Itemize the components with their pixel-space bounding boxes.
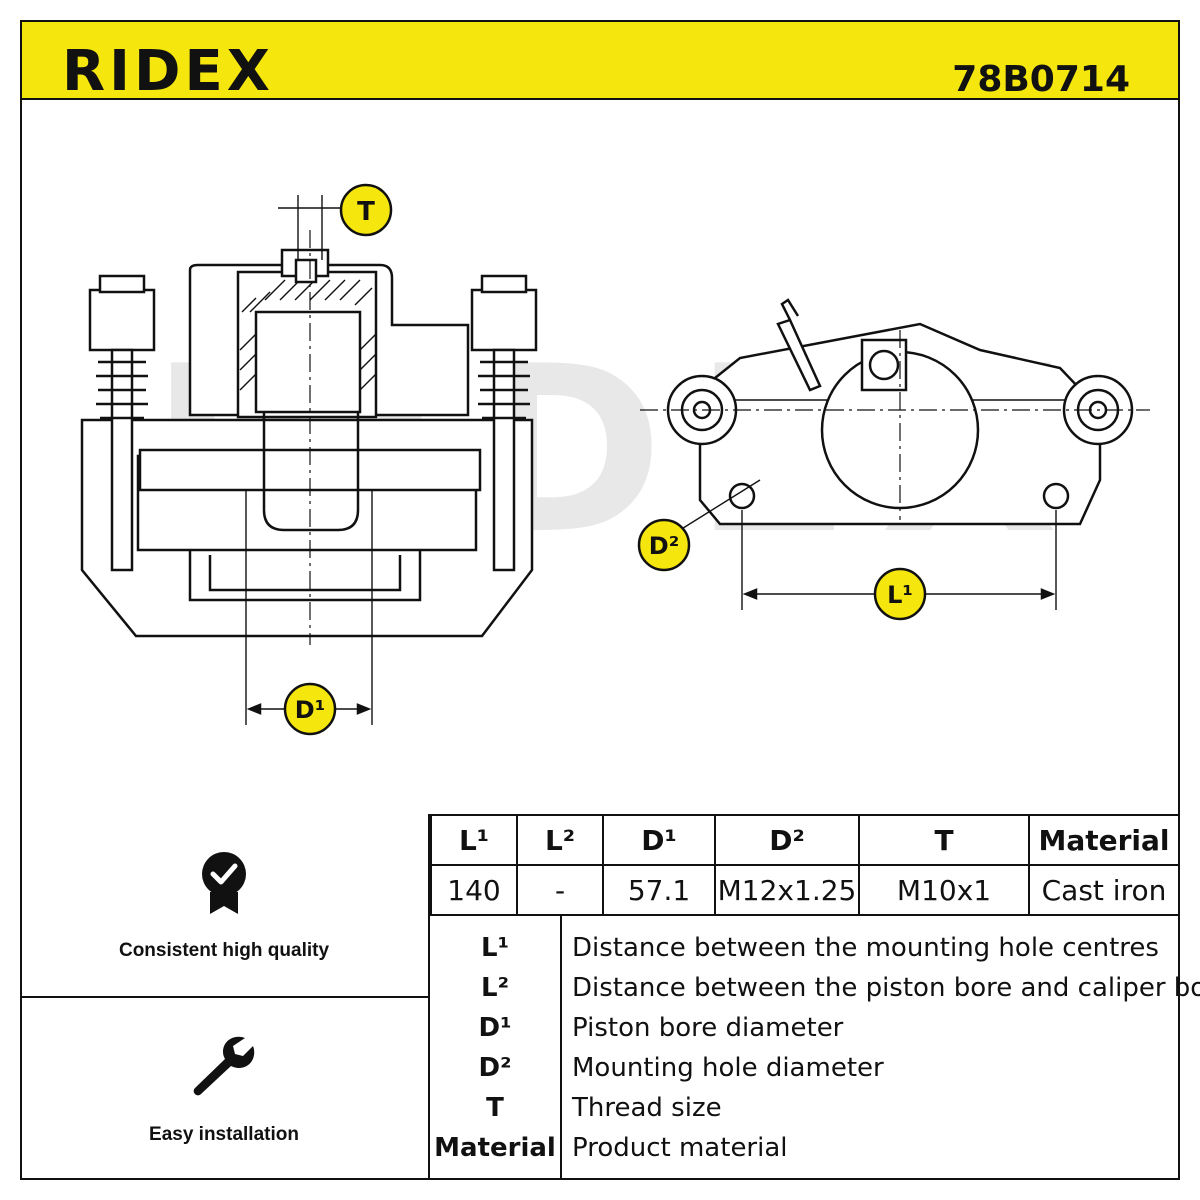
spec-header: T bbox=[858, 814, 1030, 866]
specs-header-row: L¹ L² D¹ D² T Material bbox=[430, 814, 1180, 866]
part-number: 78B0714 bbox=[952, 59, 1130, 100]
legend-value: Distance between the mounting hole centr… bbox=[572, 933, 1159, 963]
caliper-front-view bbox=[80, 195, 538, 725]
caliper-drawing-svg: RIDEX bbox=[80, 183, 1150, 736]
spec-header: L¹ bbox=[430, 814, 518, 866]
d1-label: D¹ bbox=[295, 696, 325, 724]
legend-value: Product material bbox=[572, 1133, 788, 1163]
spec-value: 57.1 bbox=[602, 864, 716, 916]
d2-dimension-badge: D² bbox=[637, 518, 691, 572]
wrench-icon bbox=[193, 1036, 255, 1096]
legend-key: L¹ bbox=[481, 933, 509, 963]
legend-key: Material bbox=[434, 1133, 556, 1163]
d2-label: D² bbox=[649, 532, 679, 560]
feature-installation: Easy installation bbox=[20, 998, 430, 1180]
technical-drawing: RIDEX bbox=[20, 100, 1180, 814]
legend-row: D² Mounting hole diameter bbox=[430, 1048, 1180, 1088]
spec-value: 140 bbox=[430, 864, 518, 916]
feature-quality: Consistent high quality bbox=[20, 814, 430, 998]
legend-row: L² Distance between the piston bore and … bbox=[430, 968, 1200, 1008]
l1-dimension-badge: L¹ bbox=[873, 567, 927, 621]
brand-logo: RIDEX bbox=[62, 39, 274, 104]
spec-value: M10x1 bbox=[858, 864, 1030, 916]
feature-installation-label: Easy installation bbox=[149, 1124, 299, 1145]
quality-badge-icon bbox=[202, 852, 246, 914]
legend-value: Piston bore diameter bbox=[572, 1013, 844, 1043]
legend-value: Thread size bbox=[572, 1093, 722, 1123]
spec-header: L² bbox=[516, 814, 604, 866]
spec-header: D² bbox=[714, 814, 860, 866]
header-bar: RIDEX 78B0714 bbox=[20, 20, 1180, 100]
spec-value: M12x1.25 bbox=[714, 864, 860, 916]
caliper-side-view bbox=[640, 298, 1150, 610]
legend-row: Material Product material bbox=[430, 1128, 1180, 1168]
legend-value: Mounting hole diameter bbox=[572, 1053, 884, 1083]
legend-table: L¹ Distance between the mounting hole ce… bbox=[430, 914, 1200, 1180]
legend-row: T Thread size bbox=[430, 1088, 1180, 1128]
t-label: T bbox=[357, 197, 375, 227]
spec-header: Material bbox=[1028, 814, 1180, 866]
legend-row: D¹ Piston bore diameter bbox=[430, 1008, 1180, 1048]
legend-key: D¹ bbox=[478, 1013, 512, 1043]
legend-value: Distance between the piston bore and cal… bbox=[572, 973, 1200, 1003]
legend-key: T bbox=[486, 1093, 504, 1123]
specs-table: L¹ L² D¹ D² T Material 140 - 57.1 M12x1.… bbox=[430, 814, 1180, 916]
spec-header: D¹ bbox=[602, 814, 716, 866]
specs-value-row: 140 - 57.1 M12x1.25 M10x1 Cast iron bbox=[430, 864, 1180, 916]
spec-value: Cast iron bbox=[1028, 864, 1180, 916]
d1-dimension-badge: D¹ bbox=[283, 682, 337, 736]
t-dimension-badge: T bbox=[339, 183, 393, 237]
legend-key: D² bbox=[478, 1053, 512, 1083]
feature-quality-label: Consistent high quality bbox=[118, 940, 330, 961]
l1-label: L¹ bbox=[887, 581, 913, 609]
legend-row: L¹ Distance between the mounting hole ce… bbox=[430, 928, 1180, 968]
legend-divider bbox=[560, 916, 562, 1180]
spec-value: - bbox=[516, 864, 604, 916]
legend-key: L² bbox=[481, 973, 509, 1003]
